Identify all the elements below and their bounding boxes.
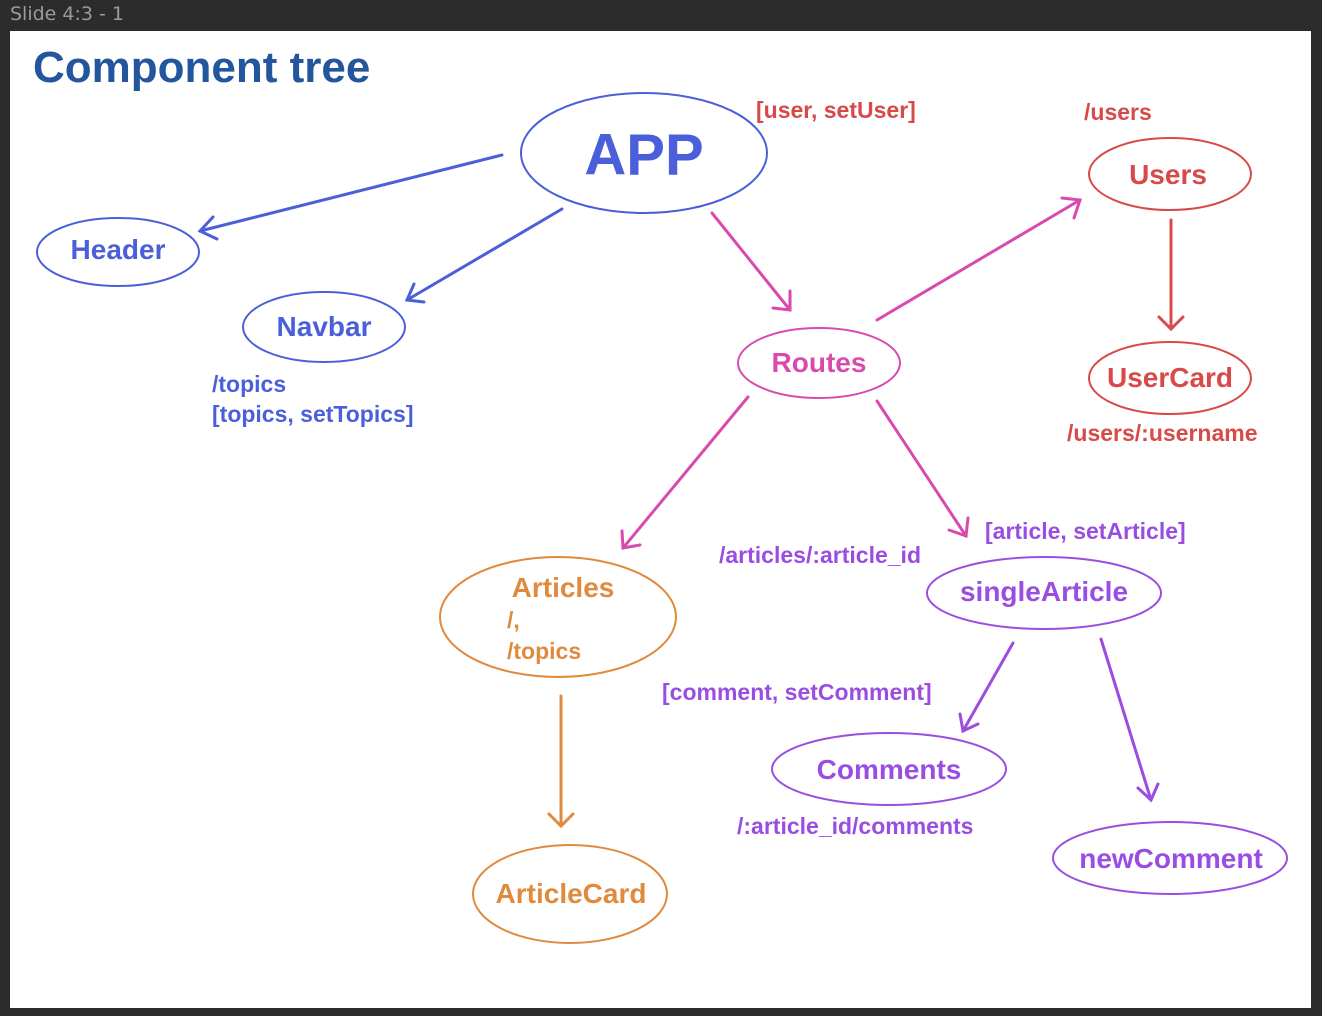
usercard-node-label: UserCard	[1106, 362, 1234, 393]
navbar-node-shape	[242, 291, 406, 363]
arrow-users-usercard	[1157, 218, 1185, 332]
users-node-label: Users	[1129, 159, 1207, 190]
navbar-path-annotation: /topics	[212, 371, 287, 397]
arrow-app-routes	[710, 211, 792, 312]
single-article-state-annotation: [article, setArticle]	[985, 518, 1186, 544]
single-article-path-annotation: /articles/:article_id	[719, 542, 921, 568]
arrow-app-header	[197, 153, 504, 241]
new-comment-node-shape	[1052, 821, 1288, 895]
arrow-routes-single-article	[875, 399, 970, 539]
app-node-shape	[520, 92, 768, 214]
arrow-routes-articles	[620, 395, 750, 550]
navbar-state-annotation: [topics, setTopics]	[212, 401, 414, 427]
navbar-node-label: Navbar	[276, 311, 372, 342]
users-path-annotation: /users	[1084, 99, 1152, 125]
slide-frame-label: Slide 4:3 - 1	[10, 3, 125, 25]
diagram-shapes	[36, 92, 1288, 944]
app-state-annotation: [user, setUser]	[756, 97, 916, 123]
articlecard-node-shape	[472, 844, 668, 944]
arrow-routes-users	[875, 196, 1083, 322]
comments-path-annotation: /:article_id/comments	[737, 813, 974, 839]
comments-node-label: Comments	[816, 754, 962, 785]
usercard-node-shape	[1088, 341, 1252, 415]
comments-node-shape	[771, 732, 1007, 806]
single-article-node-shape	[926, 556, 1162, 630]
articlecard-node-label: ArticleCard	[495, 878, 647, 909]
slide-canvas: Component tree APP Header Navbar Routes …	[10, 31, 1311, 1008]
slide-title: Component tree	[33, 43, 371, 92]
single-article-node-label: singleArticle	[959, 576, 1129, 607]
articles-node-shape	[439, 556, 677, 678]
arrow-app-navbar	[404, 207, 564, 304]
articles-path-annotation-1: /,	[507, 607, 520, 633]
users-node-shape	[1088, 137, 1252, 211]
header-node-label: Header	[70, 234, 166, 265]
articles-path-annotation-2: /topics	[507, 638, 582, 664]
arrow-articles-articlecard	[547, 694, 575, 829]
arrow-single-article-new-comment	[1099, 637, 1160, 803]
arrow-single-article-comments	[958, 641, 1015, 734]
app-node-label: APP	[584, 122, 704, 188]
articles-node-label: Articles	[511, 572, 615, 603]
routes-node-shape	[737, 327, 901, 399]
routes-node-label: Routes	[771, 347, 867, 378]
header-node-shape	[36, 217, 200, 287]
comment-state-annotation: [comment, setComment]	[662, 679, 932, 705]
usercard-path-annotation: /users/:username	[1067, 420, 1258, 446]
new-comment-node-label: newComment	[1079, 843, 1263, 874]
